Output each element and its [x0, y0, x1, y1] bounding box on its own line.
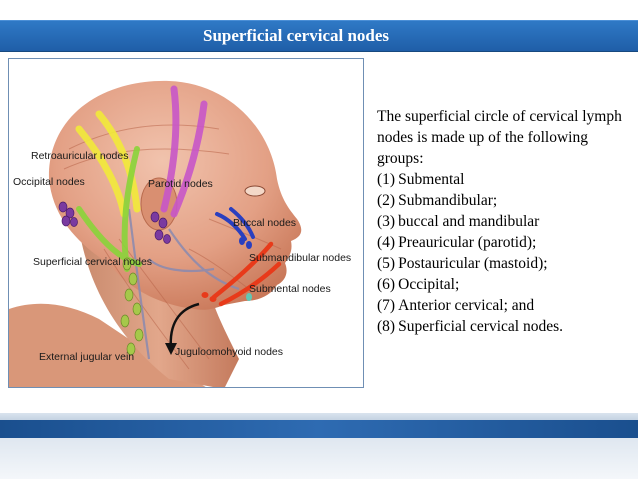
label-retroauricular: Retroauricular nodes: [31, 150, 128, 162]
label-superficial-cervical: Superficial cervical nodes: [33, 256, 152, 268]
list-item: (4) Preauricular (parotid);: [377, 234, 537, 251]
occipital-node-cluster: [58, 201, 78, 227]
footer-light-area: [0, 438, 638, 479]
node-groups-list: (1) Submental (2) Submandibular; (3) buc…: [377, 169, 627, 337]
list-item: (2) Submandibular;: [377, 192, 498, 209]
list-item: (5) Postauricular (mastoid);: [377, 255, 548, 272]
label-buccal: Buccal nodes: [233, 217, 296, 229]
anatomy-figure: Retroauricular nodes Occipital nodes Par…: [8, 58, 364, 388]
submandibular-node-cluster: [201, 292, 217, 302]
slide-title: Superficial cervical nodes: [203, 26, 390, 45]
list-item: (7) Anterior cervical; and: [377, 297, 535, 314]
title-band: [0, 20, 638, 52]
red-arrows: [211, 241, 282, 307]
submental-node-cluster: [246, 293, 252, 301]
list-item: (1) Submental: [377, 171, 465, 188]
juguloomohyoid-arrowhead: [165, 343, 177, 355]
green-arrows: [76, 146, 142, 272]
footer-band: [0, 420, 638, 438]
parotid-node-cluster: [150, 211, 171, 244]
label-parotid: Parotid nodes: [148, 178, 213, 190]
list-item: (6) Occipital;: [377, 276, 460, 293]
blue-arrows: [215, 207, 255, 241]
eye-shape: [244, 185, 266, 197]
label-occipital: Occipital nodes: [13, 176, 85, 188]
yellow-arrows: [75, 110, 141, 218]
head-neck-illustration: Retroauricular nodes Occipital nodes Par…: [9, 80, 351, 387]
description-text: The superficial circle of cervical lymph…: [377, 106, 627, 337]
list-item: (8) Superficial cervical nodes.: [377, 318, 564, 335]
buccal-node-cluster: [239, 237, 252, 249]
superficial-cervical-node-cluster: [120, 257, 144, 356]
label-submandibular: Submandibular nodes: [249, 252, 351, 264]
label-submental: Submental nodes: [249, 283, 331, 295]
label-external-jugular: External jugular vein: [39, 351, 134, 363]
magenta-arrows: [160, 85, 208, 218]
intro-paragraph: The superficial circle of cervical lymph…: [377, 108, 622, 167]
label-juguloomohyoid: Juguloomohyoid nodes: [175, 346, 283, 358]
list-item: (3) buccal and mandibular: [377, 213, 540, 230]
